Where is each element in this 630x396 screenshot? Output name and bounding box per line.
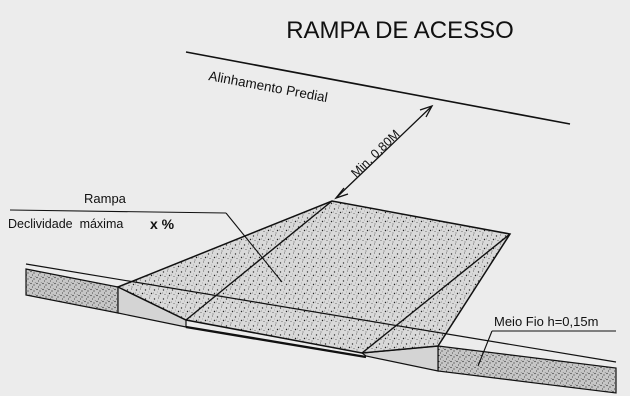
max-slope-label: Declividade máxima (8, 217, 123, 231)
max-slope-value: x % (150, 216, 175, 232)
ramp-fold-left (185, 200, 333, 321)
curb-height-label: Meio Fio h=0,15m (494, 314, 598, 329)
ramp-leader-top (9, 209, 227, 214)
curb-drop-line (185, 325, 367, 359)
ramp-fold-right (361, 233, 511, 354)
diagram-title: RAMPA DE ACESSO (286, 17, 514, 44)
sidewalk-right (437, 345, 617, 394)
min-distance-label: Min. 0,80M (348, 127, 402, 180)
ramp-leader-line (225, 212, 283, 283)
curb-leader-line (477, 330, 493, 367)
ramp-label: Rampa (84, 191, 127, 206)
building-alignment-line (185, 51, 571, 125)
building-line-label: Alinhamento Predial (207, 68, 329, 105)
sidewalk-left (25, 268, 119, 314)
ramp-surface (116, 200, 512, 354)
street-edge-line (25, 263, 617, 363)
min-distance-dimension (334, 104, 434, 200)
